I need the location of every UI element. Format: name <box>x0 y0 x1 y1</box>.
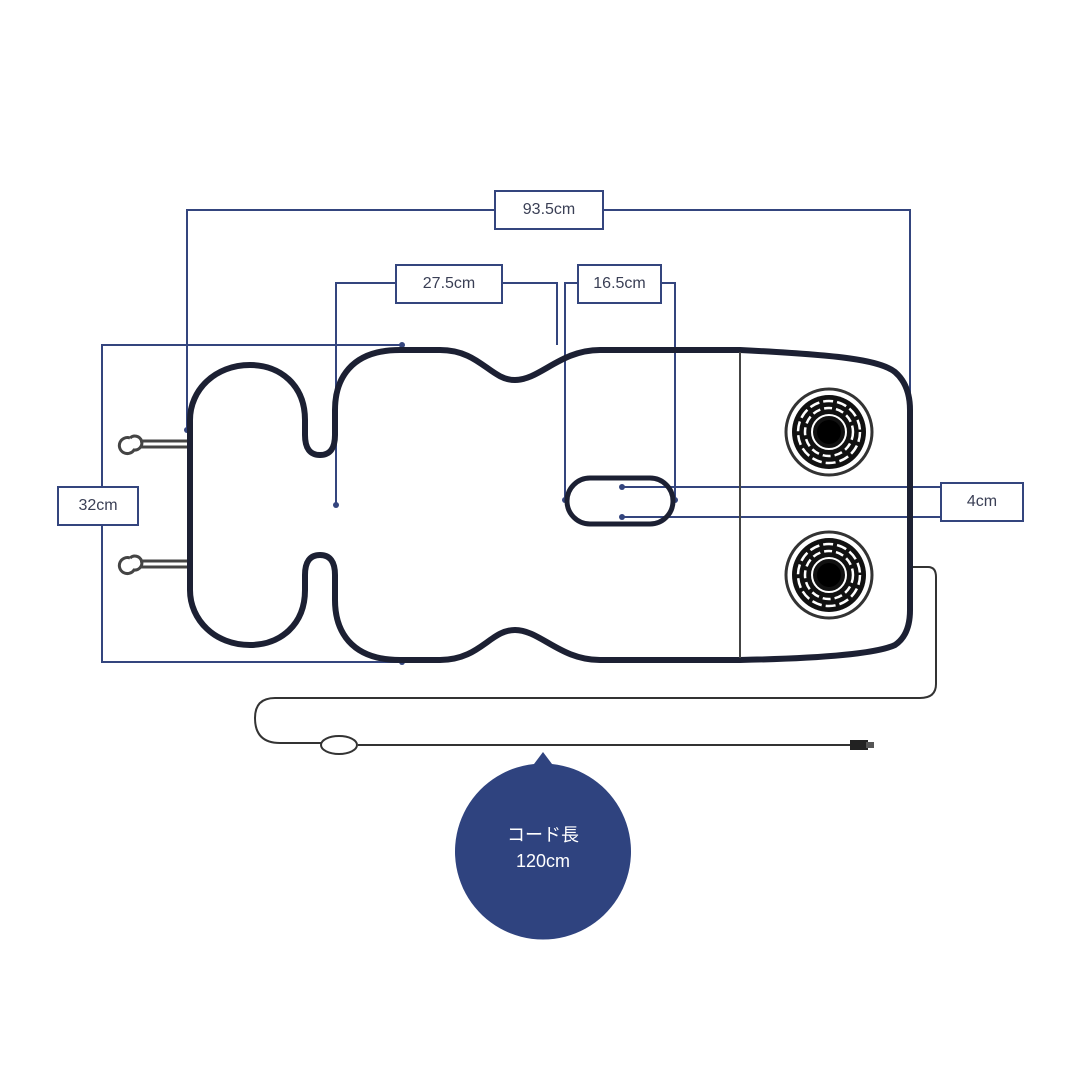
belt-slot <box>564 475 676 527</box>
slot-length-label: 16.5cm <box>577 264 662 304</box>
head-section-label: 27.5cm <box>395 264 503 304</box>
usb-plug-icon <box>850 740 868 750</box>
width-label: 32cm <box>57 486 139 526</box>
dimension-points <box>184 342 913 665</box>
cord-switch <box>320 735 358 755</box>
cord-length-bubble <box>455 752 632 940</box>
fan-icon <box>784 387 874 477</box>
power-cord <box>253 566 937 746</box>
slot-width-label: 4cm <box>940 482 1024 522</box>
cord-length-text: コード長 120cm <box>455 822 631 874</box>
seat-mat-outline <box>187 347 913 663</box>
hook-icon <box>117 434 190 455</box>
head-dimension-line <box>335 282 558 505</box>
cord-length-value: 120cm <box>515 851 571 871</box>
hook-icon <box>117 554 190 575</box>
cord-label: コード長 <box>507 825 579 845</box>
width-dimension-line <box>101 344 402 663</box>
fan-icon <box>784 530 874 620</box>
total-length-label: 93.5cm <box>494 190 604 230</box>
slot-dimension-line <box>564 282 676 500</box>
